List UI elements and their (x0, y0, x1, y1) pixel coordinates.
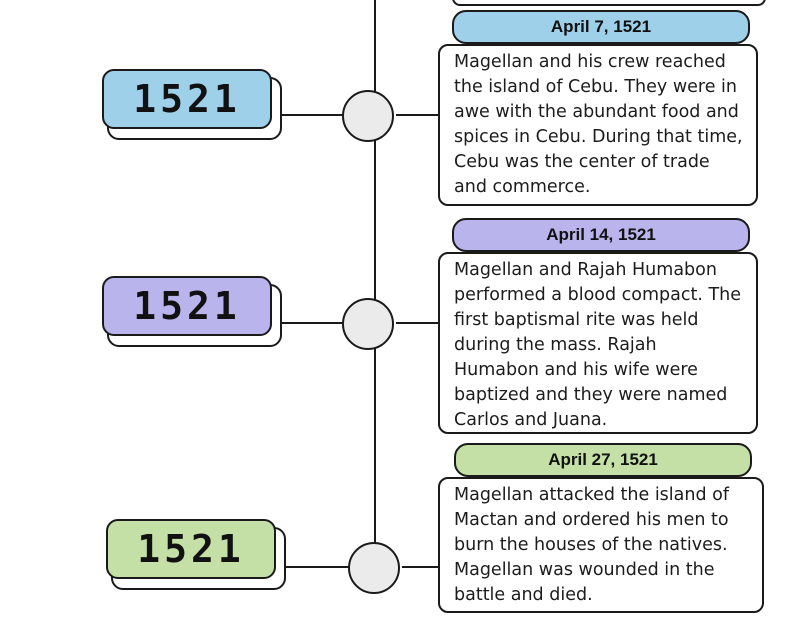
timeline-node-2 (342, 298, 394, 350)
previous-event-card (452, 0, 766, 6)
event-description-3: Magellan attacked the island of Mactan a… (438, 477, 764, 613)
connector-right-2 (396, 322, 440, 324)
timeline-node-3 (348, 542, 400, 594)
connector-right-1 (396, 114, 440, 116)
year-label: 1521 (106, 519, 276, 579)
date-label-1: April 7, 1521 (452, 10, 750, 44)
timeline-node-1 (342, 90, 394, 142)
year-label: 1521 (102, 276, 272, 336)
date-label-2: April 14, 1521 (452, 218, 750, 252)
connector-left-1 (272, 114, 344, 116)
connector-right-3 (402, 566, 440, 568)
event-description-2: Magellan and Rajah Humabon performed a b… (438, 252, 758, 434)
connector-left-3 (276, 566, 350, 568)
event-description-1: Magellan and his crew reached the island… (438, 44, 758, 206)
year-label: 1521 (102, 69, 272, 129)
timeline-spine (374, 0, 376, 568)
connector-left-2 (272, 322, 344, 324)
date-label-3: April 27, 1521 (454, 443, 752, 477)
